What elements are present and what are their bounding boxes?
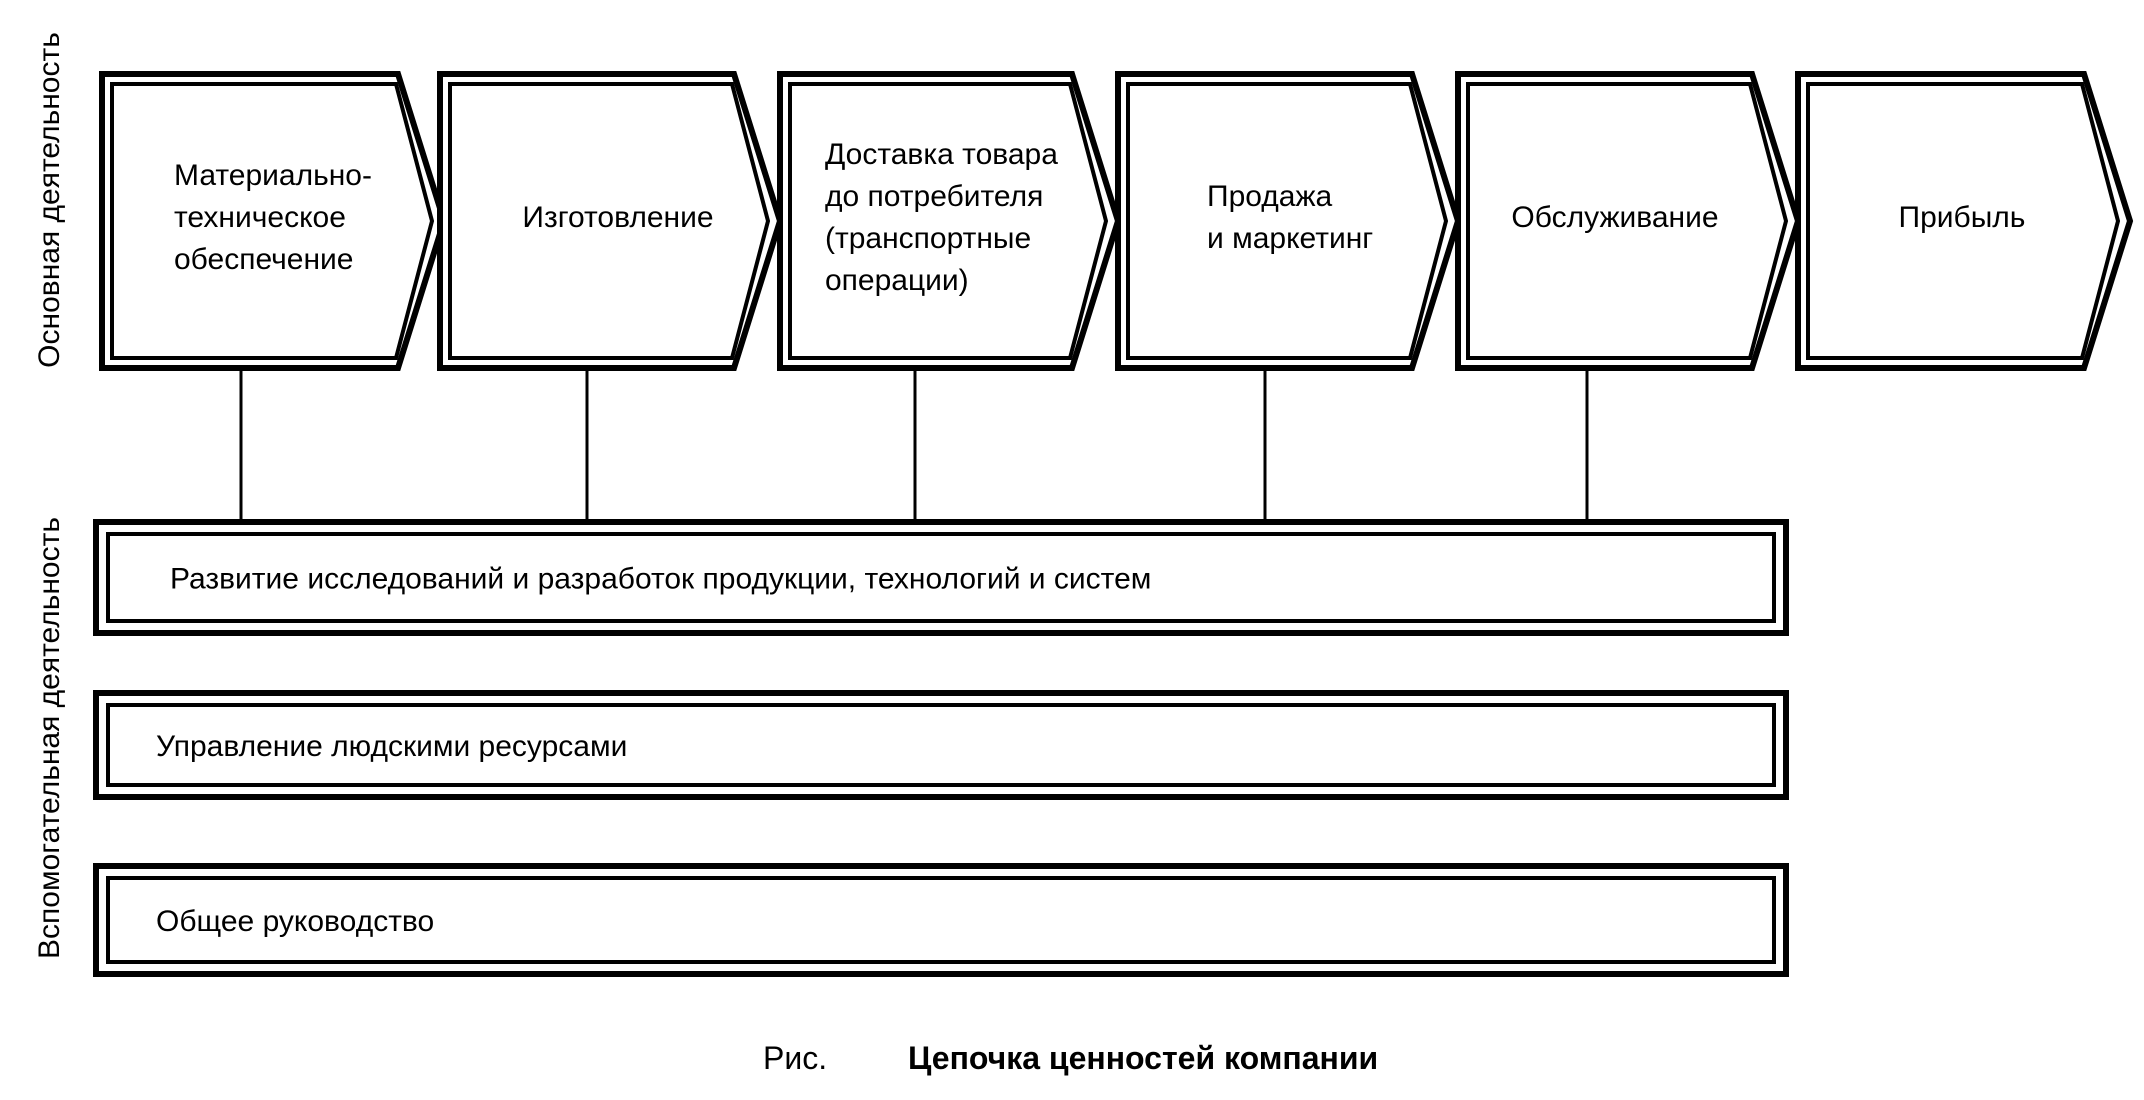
primary-activity-5: Обслуживание [1455, 71, 1802, 371]
chevron-inner-border [110, 82, 435, 360]
chevron-outer-border [1455, 71, 1802, 371]
primary-activity-label: обеспечение [174, 243, 353, 276]
connector-lines [239, 368, 1589, 522]
primary-activity-label: (транспортные [825, 222, 1031, 255]
chevron-outer-border [1115, 71, 1462, 371]
chevron-inner-border [448, 82, 771, 360]
primary-activity-label: Материально- [174, 159, 372, 192]
support-activity-2: Управление людскими ресурсами [93, 690, 1789, 800]
primary-activity-label: Продажа [1207, 180, 1333, 213]
chevron-inner-border [1806, 82, 2121, 360]
primary-activity-4: Продажа и маркетинг [1115, 71, 1462, 371]
support-activity-label: Общее руководство [156, 905, 434, 938]
primary-activity-label: и маркетинг [1207, 222, 1373, 255]
bar-outer-border [93, 863, 1789, 977]
chevron-outer-border [99, 71, 448, 371]
support-activity-label: Управление людскими ресурсами [156, 730, 627, 763]
support-activities-side-label: Вспомогательная деятельность [33, 517, 66, 959]
bar-inner-border [106, 532, 1776, 623]
support-activity-1: Развитие исследований и разработок проду… [93, 519, 1789, 636]
primary-activity-2: Изготовление [437, 71, 784, 371]
primary-activities-side-label: Основная деятельность [33, 32, 66, 368]
support-activities: Развитие исследований и разработок проду… [93, 519, 1789, 977]
figure-caption: Цепочка ценностей компании [908, 1040, 1378, 1076]
chevron-outer-border [1795, 71, 2134, 371]
chevron-outer-border [437, 71, 784, 371]
primary-activity-1: Материально-техническое обеспечение [99, 71, 448, 371]
bar-outer-border [93, 690, 1789, 800]
primary-activity-label: операции) [825, 264, 969, 297]
profit-chevron: Прибыль [1795, 71, 2134, 371]
primary-activity-3: Доставка товара до потребителя (транспортн… [777, 71, 1122, 371]
bar-outer-border [93, 519, 1789, 636]
primary-activity-label: техническое [174, 201, 346, 234]
chevron-outer-border [777, 71, 1122, 371]
primary-activities: Материально-техническое обеспечение Изгото… [99, 71, 2134, 371]
support-activity-label: Развитие исследований и разработок проду… [170, 563, 1151, 596]
support-activity-3: Общее руководство [93, 863, 1789, 977]
bar-inner-border [106, 876, 1776, 964]
primary-activity-label: Доставка товара [825, 138, 1058, 171]
primary-activity-label: Обслуживание [1511, 201, 1718, 234]
figure-prefix: Рис. [763, 1040, 827, 1076]
bar-inner-border [106, 703, 1776, 787]
primary-activity-label: Изготовление [522, 201, 713, 234]
primary-activity-label: до потребителя [825, 180, 1043, 213]
chevron-inner-border [1466, 82, 1789, 360]
chevron-inner-border [788, 82, 1109, 360]
profit-label: Прибыль [1899, 201, 2026, 234]
chevron-inner-border [1126, 82, 1449, 360]
